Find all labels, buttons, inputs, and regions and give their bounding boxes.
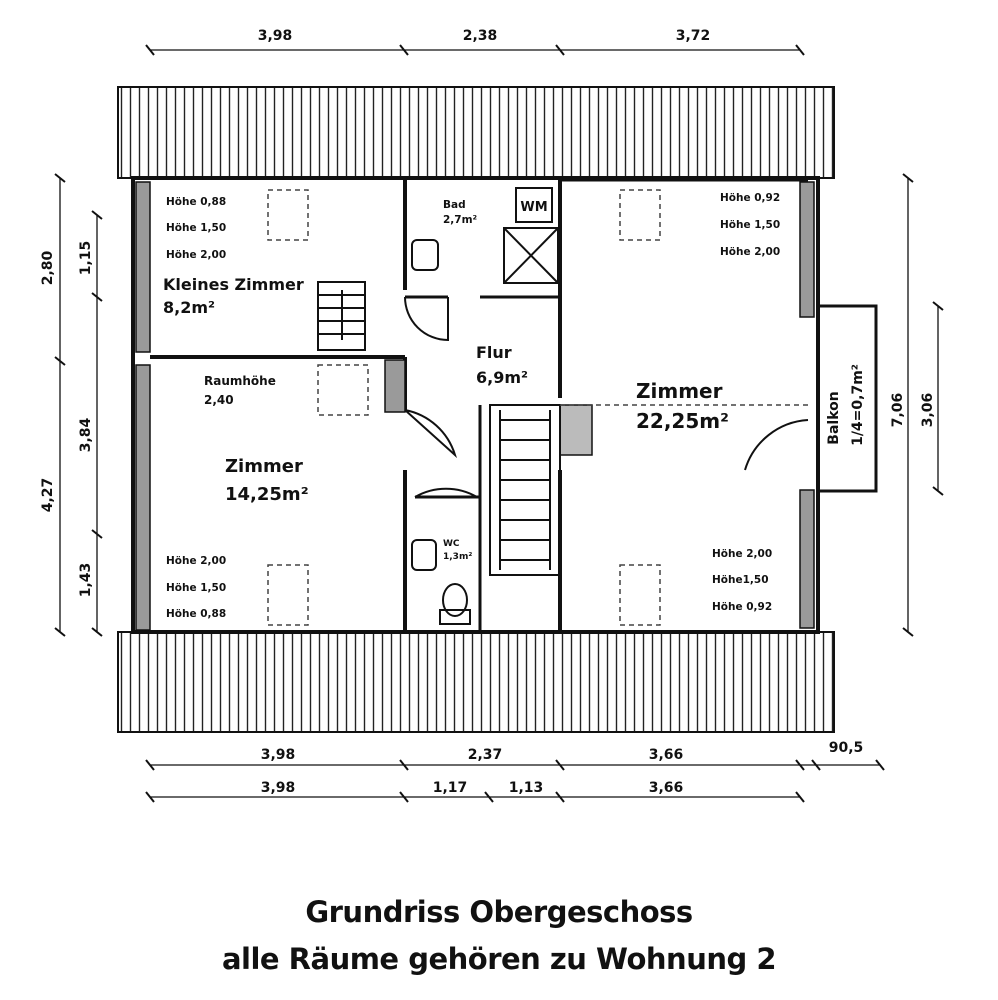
- zimmer-left-name: Zimmer: [225, 456, 303, 477]
- roof-top: [117, 86, 835, 179]
- dim-left-outer-2: 4,27: [40, 478, 56, 513]
- caption-line-1: Grundriss Obergeschoss: [305, 895, 693, 929]
- roof-bottom: [117, 631, 835, 733]
- dim-bottom-2a: 3,98: [261, 780, 296, 796]
- stairs-left: [317, 281, 366, 351]
- washing-machine-label: WM: [520, 200, 547, 215]
- kz-name: Kleines Zimmer: [163, 275, 304, 294]
- dimension-lines: [54, 44, 944, 803]
- dim-left-inner-3: 1,43: [78, 563, 94, 598]
- kz-height-3: Höhe 2,00: [166, 249, 226, 261]
- wc-name: WC: [443, 539, 460, 549]
- dim-bottom-2b: 1,17: [433, 780, 468, 796]
- dim-left-inner-2: 3,84: [78, 417, 94, 452]
- dim-top-3: 3,72: [676, 28, 711, 44]
- zl-height-3: Höhe 0,88: [166, 608, 226, 620]
- zimmer-left-area: 14,25m²: [225, 484, 309, 505]
- zimmer-right-name: Zimmer: [636, 379, 723, 403]
- dim-left-inner-1: 1,15: [78, 241, 94, 276]
- zr-height-bottom-2: Höhe1,50: [712, 574, 769, 586]
- raumhoehe-label: Raumhöhe: [204, 374, 276, 388]
- wc-area: 1,3m²: [443, 552, 472, 562]
- dim-bottom-1a: 3,98: [261, 747, 296, 763]
- dim-bottom-2d: 3,66: [649, 780, 684, 796]
- stairs-flur: [489, 404, 561, 576]
- balkon-name: Balkon: [826, 391, 842, 444]
- dim-bottom-2c: 1,13: [509, 780, 544, 796]
- sanitary: [411, 187, 559, 625]
- doors: [404, 296, 809, 498]
- zr-height-bottom-1: Höhe 2,00: [712, 548, 772, 560]
- kz-area: 8,2m²: [163, 298, 215, 317]
- zr-height-bottom-3: Höhe 0,92: [712, 601, 772, 613]
- bad-area: 2,7m²: [443, 214, 478, 226]
- dim-bottom-1b: 2,37: [468, 747, 503, 763]
- dim-bottom-1c: 3,66: [649, 747, 684, 763]
- zr-height-top-2: Höhe 1,50: [720, 219, 780, 231]
- zr-height-top-1: Höhe 0,92: [720, 192, 780, 204]
- flur-name: Flur: [476, 343, 512, 362]
- dim-right-1: 7,06: [890, 393, 906, 428]
- kz-height-2: Höhe 1,50: [166, 222, 226, 234]
- zimmer-right-area: 22,25m²: [636, 409, 729, 433]
- raumhoehe-value: 2,40: [204, 393, 234, 407]
- walls: [131, 176, 878, 634]
- flur-area: 6,9m²: [476, 368, 528, 387]
- dim-right-2: 3,06: [920, 393, 936, 428]
- kz-height-1: Höhe 0,88: [166, 196, 226, 208]
- dim-top-2: 2,38: [463, 28, 498, 44]
- zr-height-top-3: Höhe 2,00: [720, 246, 780, 258]
- dim-bottom-1d: 90,5: [829, 740, 864, 756]
- skylights: [267, 189, 808, 626]
- caption-line-2: alle Räume gehören zu Wohnung 2: [221, 942, 777, 976]
- dim-left-outer-1: 2,80: [40, 250, 56, 285]
- bad-name: Bad: [443, 199, 466, 211]
- dim-top-1: 3,98: [258, 28, 293, 44]
- zl-height-2: Höhe 1,50: [166, 582, 226, 594]
- balkon-area: 1/4=0,7m²: [850, 364, 866, 446]
- zl-height-1: Höhe 2,00: [166, 555, 226, 567]
